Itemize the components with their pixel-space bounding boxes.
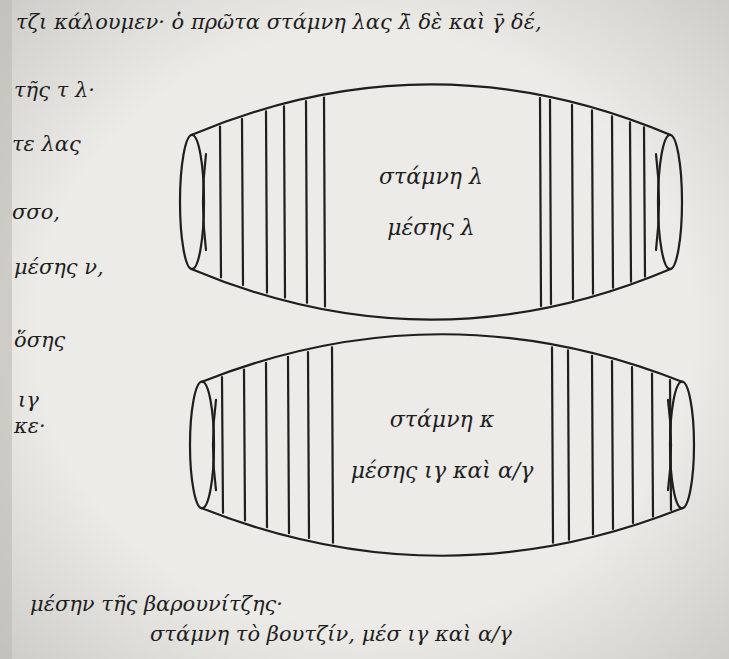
barrel-middle-label: μέσης λ: [387, 215, 475, 240]
margin-note: τῆς τ λ·: [14, 78, 95, 103]
barrel-outline: [182, 332, 702, 558]
barrel-shape: στάμνη λ μέσης λ: [172, 82, 690, 322]
margin-note: τζι κάλουμεν· ὁ πρῶτα στάμνη λας λ̄ δὲ κ…: [16, 10, 542, 35]
margin-note: ὅσης: [14, 328, 65, 353]
margin-note: σσο,: [12, 200, 60, 225]
margin-note: στάμνη τὸ βουτζίν, μέσ ιγ καὶ α/γ: [150, 622, 512, 647]
margin-note: ιγ: [18, 388, 39, 413]
margin-note: μέσης ν,: [14, 255, 104, 280]
barrel-rim-label: στάμνη λ: [379, 164, 483, 189]
margin-note: μέσην τῆς βαρουνίτζης·: [30, 592, 283, 617]
margin-note: τε λας: [12, 132, 81, 157]
barrel-shape: στάμνη κ μέσης ιγ καὶ α/γ: [182, 332, 702, 558]
barrel-middle-label: μέσης ιγ καὶ α/γ: [351, 458, 534, 483]
barrel-rim-label: στάμνη κ: [390, 407, 494, 432]
margin-note: κε·: [14, 414, 46, 439]
barrel-outline: [172, 82, 690, 322]
